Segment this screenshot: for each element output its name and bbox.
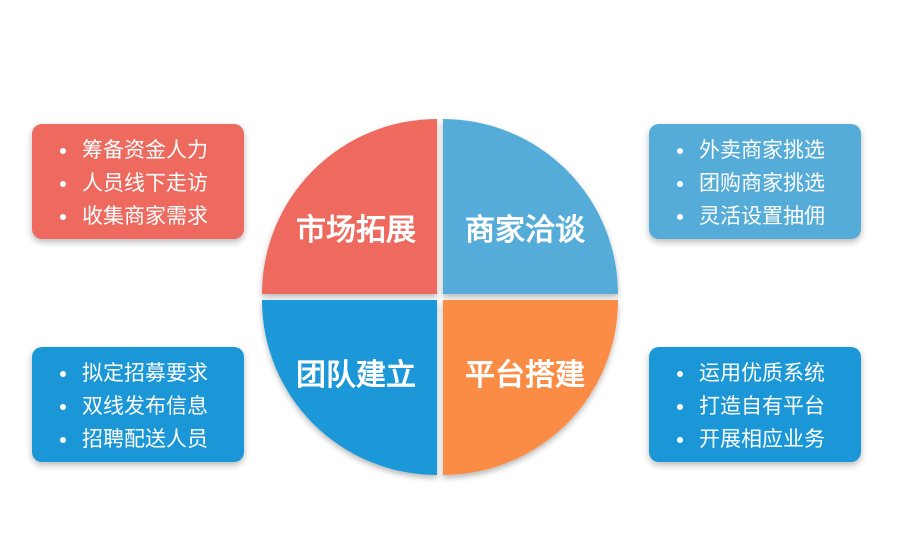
quadrant-top-left (262, 119, 437, 294)
quadrant-top-right (443, 119, 618, 294)
bullet-list: 运用优质系统 打造自有平台 开展相应业务 (677, 357, 861, 456)
list-item: 外卖商家挑选 (677, 134, 861, 167)
info-box-merchant-negotiation: 外卖商家挑选 团购商家挑选 灵活设置抽佣 (649, 124, 861, 239)
bullet-list: 外卖商家挑选 团购商家挑选 灵活设置抽佣 (677, 134, 861, 233)
quadrant-label-market-expansion: 市场拓展 (296, 213, 416, 248)
quadrant-label-merchant-negotiation: 商家洽谈 (465, 213, 586, 248)
list-item: 打造自有平台 (677, 390, 861, 423)
list-item: 收集商家需求 (60, 200, 244, 233)
list-item: 人员线下走访 (60, 167, 244, 200)
bullet-list: 筹备资金人力 人员线下走访 收集商家需求 (60, 134, 244, 233)
info-box-market-expansion: 筹备资金人力 人员线下走访 收集商家需求 (32, 124, 244, 239)
list-item: 双线发布信息 (60, 390, 244, 423)
list-item: 招聘配送人员 (60, 423, 244, 456)
quadrant-label-team-building: 团队建立 (296, 358, 416, 393)
info-box-team-building: 拟定招募要求 双线发布信息 招聘配送人员 (32, 347, 244, 462)
list-item: 筹备资金人力 (60, 134, 244, 167)
info-box-platform-building: 运用优质系统 打造自有平台 开展相应业务 (649, 347, 861, 462)
quadrant-label-platform-building: 平台搭建 (465, 358, 585, 393)
list-item: 运用优质系统 (677, 357, 861, 390)
quadrant-bottom-right (443, 300, 618, 475)
bullet-list: 拟定招募要求 双线发布信息 招聘配送人员 (60, 357, 244, 456)
quadrant-bottom-left (262, 300, 437, 475)
list-item: 团购商家挑选 (677, 167, 861, 200)
list-item: 开展相应业务 (677, 423, 861, 456)
list-item: 拟定招募要求 (60, 357, 244, 390)
list-item: 灵活设置抽佣 (677, 200, 861, 233)
